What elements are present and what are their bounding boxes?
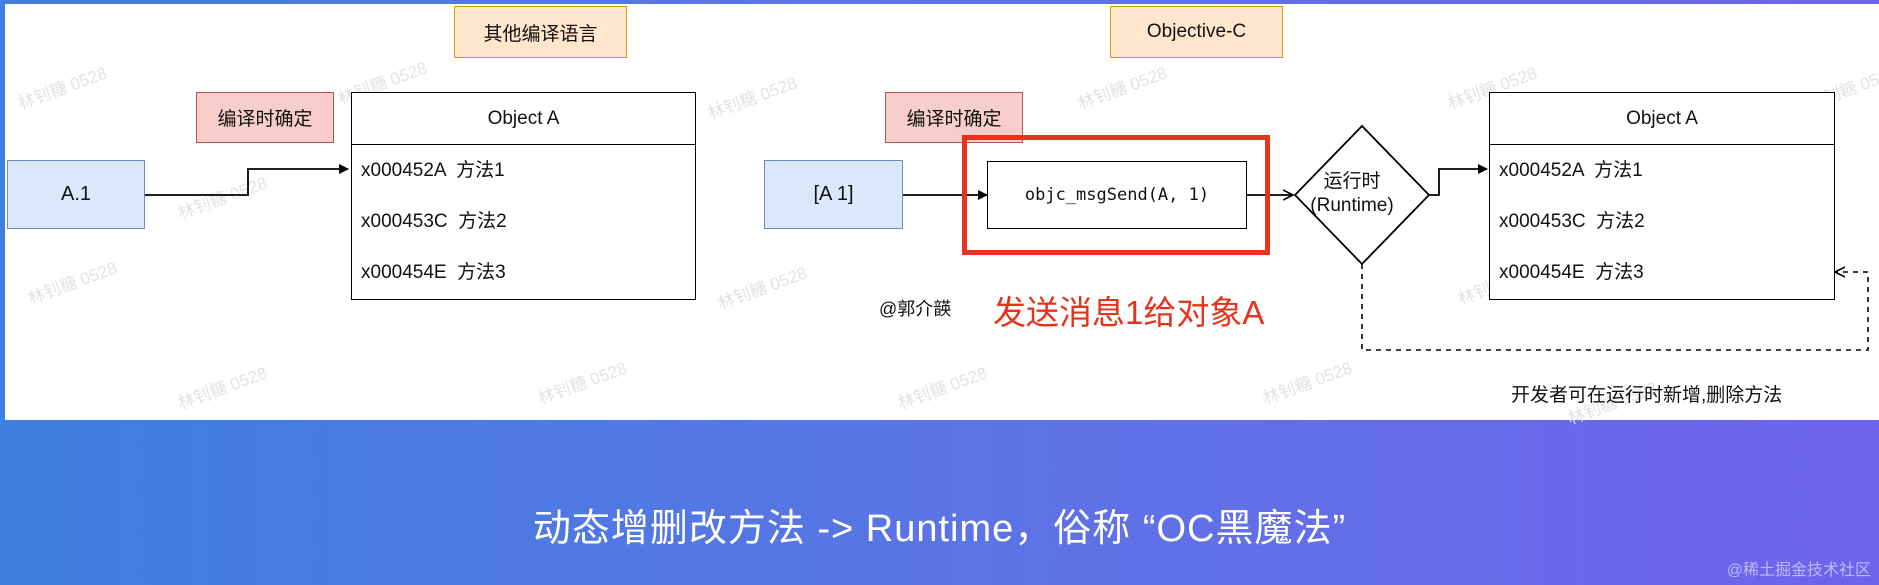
right-object-a: Object A x000452A 方法1 x000453C 方法2 x0004… <box>1489 92 1835 300</box>
right-method-row: x000453C 方法2 <box>1499 211 1645 232</box>
left-call-box: A.1 <box>7 160 145 229</box>
author-credit: @郭介韺 <box>879 299 952 319</box>
right-header: Objective-C <box>1110 6 1283 58</box>
banner-caption: 动态增删改方法 -> Runtime，俗称 “OC黑魔法” <box>532 508 1347 550</box>
left-method-row: x000454E 方法3 <box>361 262 506 283</box>
connector-layer <box>144 124 1869 351</box>
corner-credit: @稀土掘金技术社区 <box>1726 562 1871 579</box>
right-method-row: x000454E 方法3 <box>1499 262 1644 283</box>
left-object-title: Object A <box>352 93 695 145</box>
runtime-label-line2: (Runtime) <box>1310 195 1394 216</box>
right-call-box: [A 1] <box>764 160 903 229</box>
msgsend-box: objc_msgSend(A, 1) <box>987 161 1247 229</box>
connector-runtime-to-object <box>1429 164 1488 196</box>
right-object-title: Object A <box>1490 93 1834 145</box>
developer-note: 开发者可在运行时新增,删除方法 <box>1511 385 1783 406</box>
runtime-label: 运行时 (Runtime) <box>1302 170 1402 218</box>
runtime-label-line1: 运行时 <box>1323 171 1381 192</box>
dashed-feedback-loop <box>1361 264 1869 351</box>
connector-left-call <box>144 164 349 196</box>
left-object-a: Object A x000452A 方法1 x000453C 方法2 x0004… <box>351 92 696 300</box>
left-header: 其他编译语言 <box>454 6 627 58</box>
send-message-note: 发送消息1给对象A <box>993 294 1265 331</box>
left-method-row: x000453C 方法2 <box>361 211 507 232</box>
right-method-row: x000452A 方法1 <box>1499 160 1643 181</box>
left-method-row: x000452A 方法1 <box>361 160 505 181</box>
diagram-canvas: 林钊糖 0528 林钊糖 0528 林钊糖 0528 林钊糖 0528 林钊糖 … <box>5 4 1879 428</box>
right-compile-tag: 编译时确定 <box>885 92 1023 143</box>
msgsend-highlight-frame <box>962 135 1270 255</box>
left-compile-tag: 编译时确定 <box>196 92 334 143</box>
